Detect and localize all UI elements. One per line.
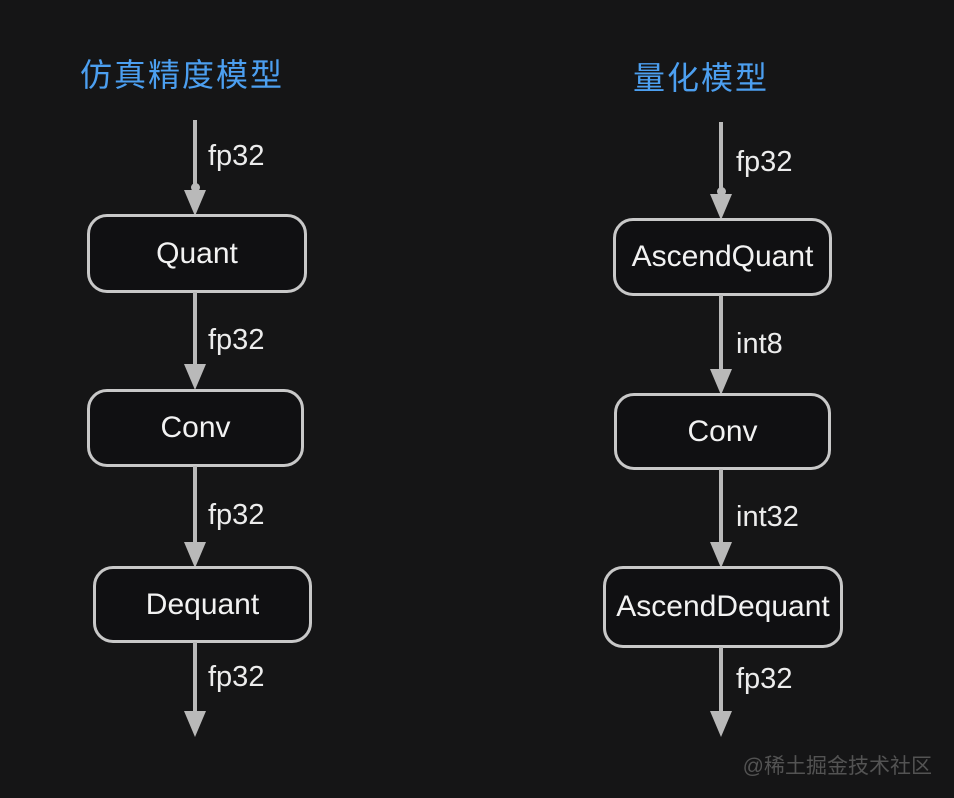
right-edge-label-4: fp32 [736, 663, 793, 695]
left-arrow-output [183, 642, 207, 737]
right-flow-title: 量化模型 [633, 60, 770, 96]
right-arrow-output [709, 647, 733, 737]
right-node-conv: Conv [614, 393, 831, 470]
arrow-head-icon [184, 364, 206, 390]
arrow-head-icon [184, 711, 206, 737]
left-flow-title: 仿真精度模型 [80, 57, 285, 93]
arrow-shaft [719, 469, 723, 542]
right-arrow-conv-dequant [709, 469, 733, 568]
arrow-head-icon [184, 190, 206, 216]
arrow-dot [190, 183, 200, 192]
node-label: Quant [156, 236, 238, 270]
right-edge-label-1: fp32 [736, 146, 793, 178]
watermark: @稀土掘金技术社区 [742, 755, 932, 778]
arrow-head-icon [710, 194, 732, 220]
arrow-head-icon [710, 542, 732, 568]
arrow-shaft [193, 466, 197, 542]
right-node-ascendquant: AscendQuant [613, 218, 832, 296]
left-arrow-conv-dequant [183, 466, 207, 568]
arrow-head-icon [710, 369, 732, 395]
arrow-head-icon [710, 711, 732, 737]
arrow-dot [716, 187, 726, 196]
left-node-quant: Quant [87, 214, 307, 293]
left-edge-label-1: fp32 [208, 140, 265, 172]
arrow-head-icon [184, 542, 206, 568]
right-edge-label-3: int32 [736, 501, 799, 533]
left-arrow-input [183, 120, 207, 216]
left-node-dequant: Dequant [93, 566, 312, 643]
node-label: AscendQuant [631, 240, 814, 273]
arrow-shaft [719, 295, 723, 369]
left-edge-label-4: fp32 [208, 661, 265, 693]
right-arrow-input [709, 122, 733, 220]
left-node-conv: Conv [87, 389, 304, 467]
arrow-shaft [193, 292, 197, 364]
node-label: Conv [687, 414, 758, 448]
node-label: AscendDequant [616, 590, 830, 623]
right-arrow-quant-conv [709, 295, 733, 395]
arrow-shaft [719, 647, 723, 711]
left-edge-label-3: fp32 [208, 499, 265, 531]
right-edge-label-2: int8 [736, 328, 783, 360]
node-label: Conv [160, 411, 231, 444]
arrow-shaft [193, 642, 197, 711]
left-edge-label-2: fp32 [208, 324, 265, 356]
left-arrow-quant-conv [183, 292, 207, 390]
arrow-shaft [719, 122, 723, 188]
arrow-shaft [193, 120, 197, 184]
right-node-ascenddequant: AscendDequant [603, 566, 843, 648]
node-label: Dequant [145, 587, 260, 621]
